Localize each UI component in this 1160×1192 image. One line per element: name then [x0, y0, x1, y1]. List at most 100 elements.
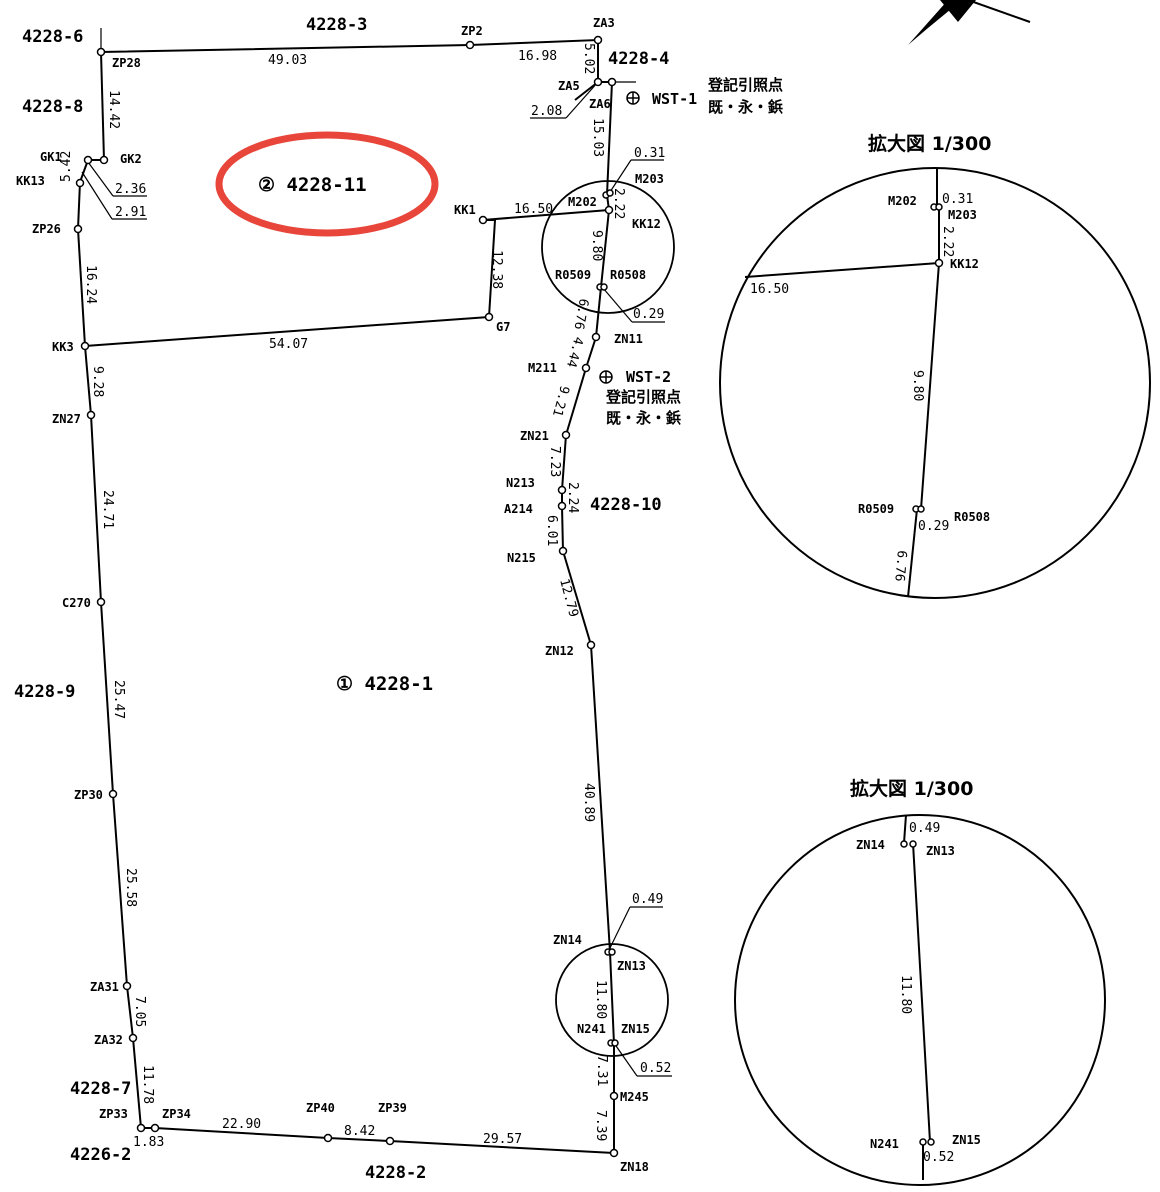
label-ZP2: ZP2 [461, 24, 483, 38]
neighbor-4228-8: 4228-8 [22, 97, 83, 117]
inset-upper-circle [719, 167, 1151, 599]
label-M203: M203 [635, 172, 664, 186]
dist-0-29: 0.29 [633, 307, 664, 322]
dist-6-76: 6.76 [571, 297, 591, 330]
detail-circle-upper [541, 180, 675, 314]
north-arrow-icon [908, 0, 1031, 45]
dist-11-78: 11.78 [140, 1065, 155, 1104]
dist-4-44: 4.44 [563, 335, 586, 369]
neighbor-4228-7: 4228-7 [70, 1079, 131, 1099]
label-R0509: R0509 [555, 268, 591, 282]
label-ZN27: ZN27 [52, 412, 81, 426]
inset-lower-ZN14: ZN14 [856, 838, 885, 852]
wst2-line1: 登記引照点 [605, 388, 681, 406]
label-ZN11: ZN11 [614, 332, 643, 346]
neighbor-4228-10: 4228-10 [590, 495, 662, 515]
wst1-icon [626, 91, 640, 105]
label-N215: N215 [507, 551, 536, 565]
inset-lower-0-52: 0.52 [923, 1150, 954, 1165]
inset-lower-0-49: 0.49 [909, 821, 940, 836]
label-KK12: KK12 [632, 217, 661, 231]
label-N213: N213 [506, 476, 535, 490]
reference-wst1: WST-1 登記引照点 既・永・鋲 [652, 76, 783, 116]
label-ZP28: ZP28 [112, 56, 141, 70]
dist-49-03: 49.03 [268, 53, 307, 68]
dist-0-31: 0.31 [634, 146, 665, 161]
inset-upper-R0508: R0508 [954, 510, 990, 524]
inset-upper-9-80: 9.80 [910, 370, 925, 401]
wst1-name: WST-1 [652, 90, 697, 108]
dist-7-31: 7.31 [594, 1055, 609, 1086]
dist-6-01: 6.01 [544, 515, 559, 546]
dist-16-98: 16.98 [518, 49, 557, 64]
label-ZP33: ZP33 [99, 1107, 128, 1121]
dist-2-08: 2.08 [531, 104, 562, 119]
wst2-name: WST-2 [626, 368, 671, 386]
label-GK2: GK2 [120, 152, 142, 166]
point-labels: ZP28 ZP2 ZA3 ZA5 ZA6 GK1 GK2 KK13 ZP26 K… [16, 16, 664, 1174]
dist-7-39: 7.39 [593, 1110, 608, 1141]
dist-2-36: 2.36 [115, 182, 146, 197]
dist-9-28: 9.28 [90, 366, 105, 397]
inset-lower-N241: N241 [870, 1137, 899, 1151]
neighbor-4228-9: 4228-9 [14, 682, 75, 702]
inset-upper-0-31: 0.31 [942, 192, 973, 207]
label-A214: A214 [504, 502, 533, 516]
inset-lower: 拡大図 1/300 ZN14 ZN13 0.49 11.80 N241 ZN15… [734, 777, 1106, 1186]
dist-2-91: 2.91 [115, 205, 146, 220]
wst2-icon [599, 370, 613, 384]
dist-40-89: 40.89 [581, 783, 596, 822]
dist-2-22: 2.22 [611, 188, 626, 219]
dist-16-24: 16.24 [83, 265, 98, 304]
neighbor-labels: 4228-6 4228-3 4228-4 4228-8 4228-9 4228-… [14, 15, 669, 1183]
dist-14-42: 14.42 [106, 90, 121, 129]
dist-0-49: 0.49 [632, 892, 663, 907]
label-M245: M245 [620, 1090, 649, 1104]
inset-upper: 拡大図 1/300 M202 M203 0.31 2.22 KK12 16.50… [719, 132, 1151, 599]
dist-25-47: 25.47 [111, 680, 126, 719]
inset-upper-6-76: 6.76 [891, 550, 909, 583]
label-KK13: KK13 [16, 174, 45, 188]
inset-upper-0-29: 0.29 [918, 519, 949, 534]
point-markers [73, 35, 619, 1158]
inset-lower-11-80: 11.80 [898, 975, 913, 1014]
dist-5-42: 5.42 [59, 151, 74, 182]
dist-16-50: 16.50 [514, 202, 553, 217]
dist-2-24: 2.24 [565, 482, 580, 513]
dist-9-21: 9.21 [549, 384, 572, 418]
inset-upper-title: 拡大図 1/300 [868, 132, 991, 155]
label-ZA5: ZA5 [558, 79, 580, 93]
highlight-ellipse [215, 131, 439, 237]
dist-29-57: 29.57 [483, 1132, 522, 1147]
inset-lower-title: 拡大図 1/300 [850, 777, 973, 800]
label-ZN15: ZN15 [621, 1022, 650, 1036]
dist-15-03: 15.03 [590, 118, 605, 157]
label-ZA31: ZA31 [90, 980, 119, 994]
label-R0508: R0508 [610, 268, 646, 282]
label-KK1: KK1 [454, 203, 476, 217]
neighbor-4228-6: 4228-6 [22, 27, 83, 47]
inset-lower-circle [734, 814, 1106, 1186]
label-ZN21: ZN21 [520, 429, 549, 443]
dist-25-58: 25.58 [123, 868, 138, 907]
label-ZN12: ZN12 [545, 644, 574, 658]
label-ZN18: ZN18 [620, 1160, 649, 1174]
wst1-line2: 既・永・鋲 [708, 98, 783, 116]
neighbor-4228-3: 4228-3 [306, 15, 367, 35]
label-ZP26: ZP26 [32, 222, 61, 236]
dist-12-38: 12.38 [489, 250, 504, 289]
dist-0-52: 0.52 [640, 1061, 671, 1076]
label-G7: G7 [496, 320, 510, 334]
dist-7-05: 7.05 [132, 996, 147, 1027]
dist-5-02: 5.02 [581, 43, 596, 74]
lot-label-1: ① 4228-1 [336, 673, 433, 695]
label-M211: M211 [528, 361, 557, 375]
dist-54-07: 54.07 [269, 337, 308, 352]
inset-lower-ZN15: ZN15 [952, 1133, 981, 1147]
inset-upper-R0509: R0509 [858, 502, 894, 516]
dist-12-79: 12.79 [556, 577, 581, 619]
label-ZP39: ZP39 [378, 1101, 407, 1115]
label-ZP30: ZP30 [74, 788, 103, 802]
label-ZN13: ZN13 [617, 959, 646, 973]
